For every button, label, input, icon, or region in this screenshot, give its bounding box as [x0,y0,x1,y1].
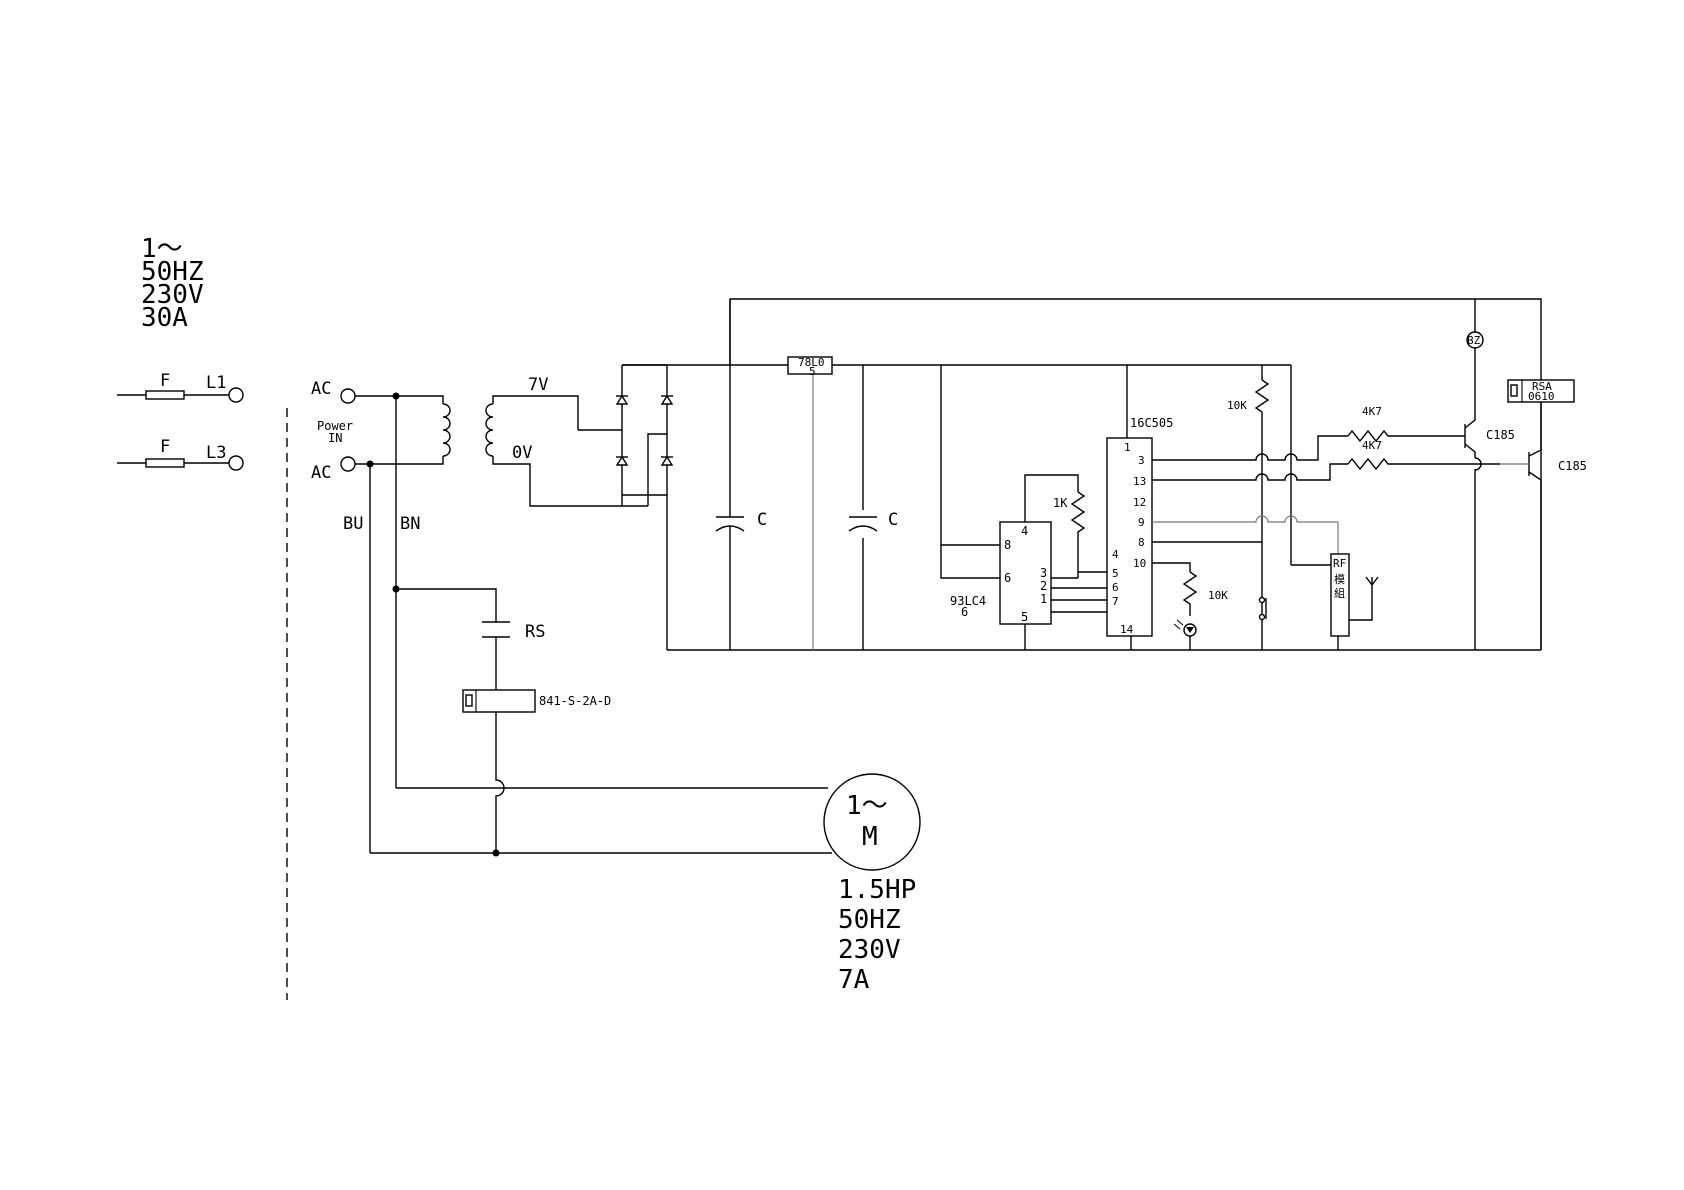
transistor-q2-label: C185 [1558,459,1587,473]
transformer: 7V 0V [443,375,648,506]
transistor-q1-label: C185 [1486,428,1515,442]
diode-icon [661,457,673,465]
start-capacitor-rs: RS [482,622,545,642]
rf-label-2: 模 [1334,573,1345,586]
motor-current: 7A [838,965,870,995]
relay-841: 841-S-2A-D [463,690,611,712]
ac-bottom-terminal-icon [341,457,355,471]
secondary-7v-label: 7V [528,375,548,395]
eeprom-pin-5: 5 [1021,610,1028,624]
fuse-l3: F L3 [117,437,243,470]
eeprom-pin-8: 8 [1004,538,1011,552]
line-l3-label: L3 [206,443,226,463]
mcu-pin-1: 1 [1124,441,1131,454]
mcu-pin-9: 9 [1138,516,1145,529]
ac-top-label: AC [311,379,331,399]
fuse-body-icon [146,459,184,467]
fuse-body-icon [146,391,184,399]
fuse-label: F [160,437,170,457]
mcu-pin-12: 12 [1133,496,1146,509]
transformer-primary-coil-icon [443,404,450,456]
mcu-pin-3: 3 [1138,454,1145,467]
mcu-pin-14: 14 [1120,623,1134,636]
supply-rating: 1～ 50HZ 230V 30A [141,234,204,333]
mcu-name: 16C505 [1130,416,1173,430]
motor-voltage: 230V [838,935,901,965]
ac-bottom-label: AC [311,463,331,483]
ac-top-terminal-icon [341,389,355,403]
resistor-4k7-a-label: 4K7 [1362,405,1382,418]
mcu-16c505: 16C505 1 4 5 6 7 14 3 13 12 9 8 10 [1107,365,1173,650]
wire-bu-label: BU [343,514,363,534]
secondary-0v-label: 0V [512,443,532,463]
mcu-pin-5: 5 [1112,567,1119,580]
terminal-l1-icon [229,388,243,402]
eeprom-pin-2: 2 [1040,579,1047,593]
eeprom-pin-6: 6 [1004,571,1011,585]
rf-label-3: 組 [1334,587,1345,600]
fuse-l1: F L1 [117,371,243,402]
transformer-secondary-coil-icon [486,404,493,456]
regulator-78l05: 78L0 5 [788,356,832,378]
buzzer-label: BZ [1467,334,1481,347]
resistor-10k-led-label: 10K [1208,589,1228,602]
wire-bn-label: BN [400,514,420,534]
relay-part-label: 841-S-2A-D [539,694,611,708]
resistor-4k7-b-label: 4K7 [1362,439,1382,452]
supply-current: 30A [141,303,188,333]
dc-rails [622,299,1541,650]
power-input: AC Power IN AC BU BN [311,379,420,534]
motor-frequency: 50HZ [838,905,901,935]
mcu-pin-6: 6 [1112,581,1119,594]
eeprom-pin-1: 1 [1040,592,1047,606]
rf-module: RF 模 組 [1331,554,1378,650]
resistor-10k-top-label: 10K [1227,399,1247,412]
mcu-pin-7: 7 [1112,595,1119,608]
resistor-1k-label: 1K [1053,496,1068,510]
mcu-pin-8: 8 [1138,536,1145,549]
line-l1-label: L1 [206,373,226,393]
led-indicator: 10K [1174,572,1228,650]
eeprom-pin-3: 3 [1040,566,1047,580]
mcu-pin-4: 4 [1112,548,1119,561]
ssr-circuit: RSA 0610 C185 [1500,380,1587,650]
push-switch-icon [1260,598,1267,620]
power-in-label-2: IN [328,431,342,445]
rf-label-1: RF [1333,557,1346,570]
bridge-rectifier [578,365,673,650]
mcu-pin-13: 13 [1133,475,1146,488]
base-resistors: 4K7 4K7 [1348,405,1500,469]
motor: 1～ M 1.5HP 50HZ 230V 7A [824,774,920,995]
capacitor-c1-label: C [757,510,767,530]
mcu-pin-10: 10 [1133,557,1146,570]
terminal-l3-icon [229,456,243,470]
eeprom-93lc46: 8 6 4 5 3 2 1 93LC4 6 1K [941,365,1107,650]
eeprom-pin-4: 4 [1021,524,1028,538]
diode-icon [616,396,628,404]
eeprom-name-2: 6 [961,605,968,619]
mains-wiring [355,393,832,857]
capacitor-rs-label: RS [525,622,545,642]
filter-capacitor-2: C [849,510,898,538]
buzzer-circuit: BZ C185 [1465,299,1515,650]
motor-power: 1.5HP [838,875,916,905]
mcu-output-traces [1152,365,1348,650]
diode-icon [616,457,628,465]
regulator-label-2: 5 [809,365,816,378]
ssr-label-2: 0610 [1528,390,1555,403]
capacitor-c2-label: C [888,510,898,530]
motor-phase: 1～ [846,791,888,821]
diode-icon [661,396,673,404]
antenna-icon [1366,577,1378,585]
motor-symbol: M [862,822,878,852]
resistor-10k-pullup: 10K [1227,380,1268,412]
fuse-label: F [160,371,170,391]
filter-capacitor-1: C [716,299,767,650]
